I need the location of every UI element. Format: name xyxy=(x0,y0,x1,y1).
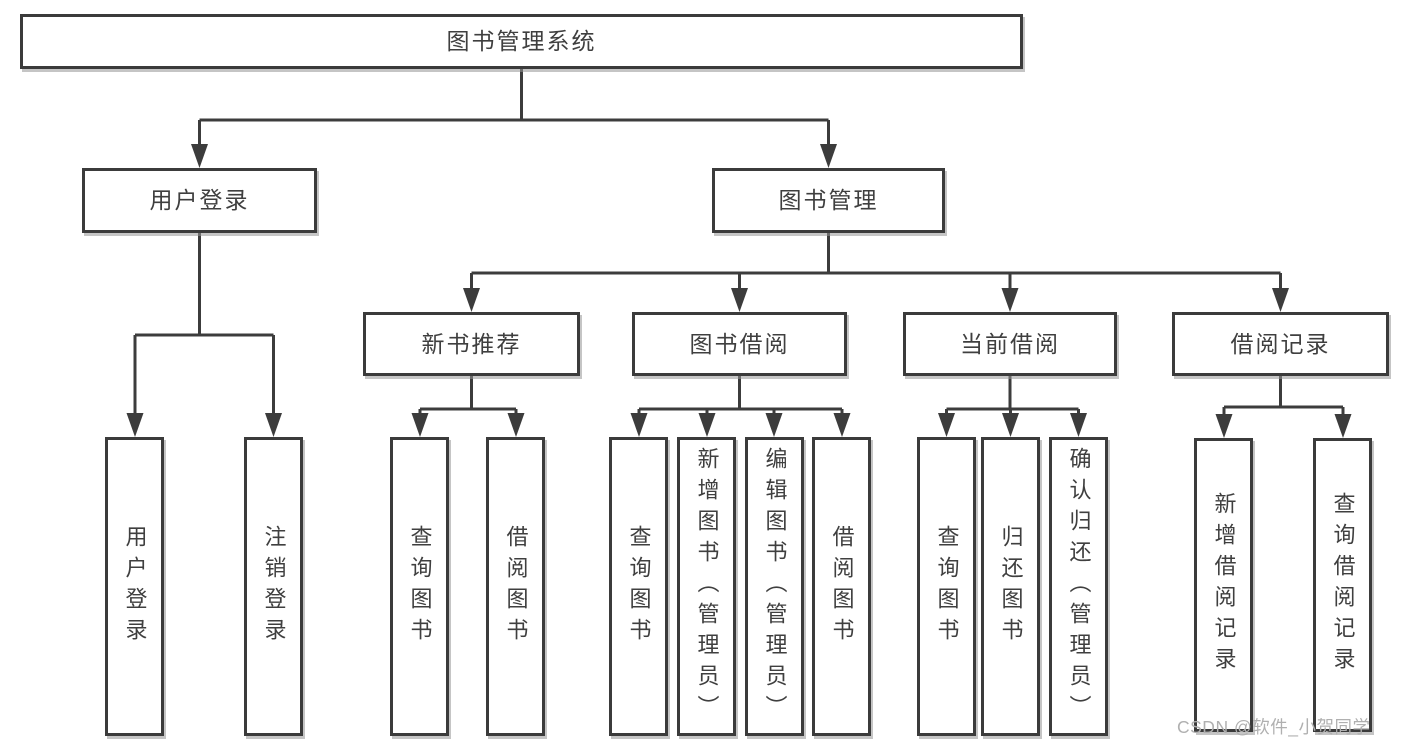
leaf-current-query: 查询图书 xyxy=(917,437,976,736)
node-user-login-label: 用户登录 xyxy=(149,187,250,213)
connector-root-to-level2 xyxy=(198,69,830,148)
leaf-confirm-return-admin: 确认归还（管理员） xyxy=(1049,437,1108,736)
node-borrow-record: 借阅记录 xyxy=(1172,312,1389,376)
node-book-borrow-label: 图书借阅 xyxy=(689,330,790,357)
arrowheads-new-book-children xyxy=(411,413,525,437)
connector-borrow-record-children xyxy=(1222,376,1345,419)
leaf-borrow-edit-admin-label: 编辑图书（管理员） xyxy=(762,447,788,726)
leaf-borrow-add-admin: 新增图书（管理员） xyxy=(677,437,736,736)
connector-current-borrow-children xyxy=(945,376,1080,418)
connector-book-borrow-children xyxy=(637,376,844,418)
connector-book-mgmt-to-level3 xyxy=(470,233,1282,293)
arrowheads-level2 xyxy=(191,144,837,168)
arrowheads-borrow-record-children xyxy=(1215,414,1352,438)
leaf-newbook-borrow-label: 借阅图书 xyxy=(503,524,529,649)
leaf-borrow-book-label: 借阅图书 xyxy=(829,524,855,649)
node-user-login: 用户登录 xyxy=(82,168,317,233)
leaf-newbook-borrow: 借阅图书 xyxy=(486,437,545,736)
leaf-user-login-label: 用户登录 xyxy=(122,524,148,649)
node-book-borrow: 图书借阅 xyxy=(632,312,847,376)
node-book-mgmt: 图书管理 xyxy=(712,168,945,233)
leaf-newbook-query-label: 查询图书 xyxy=(407,524,433,649)
leaf-borrow-query: 查询图书 xyxy=(609,437,668,736)
node-root-label: 图书管理系统 xyxy=(446,28,597,54)
leaf-logout: 注销登录 xyxy=(244,437,303,736)
node-book-mgmt-label: 图书管理 xyxy=(778,187,879,213)
connector-user-login-children xyxy=(133,233,275,418)
node-new-book-label: 新书推荐 xyxy=(421,330,522,357)
leaf-user-login: 用户登录 xyxy=(105,437,164,736)
node-new-book: 新书推荐 xyxy=(363,312,580,376)
arrowheads-book-borrow-children xyxy=(630,413,851,437)
leaf-newbook-query: 查询图书 xyxy=(390,437,449,736)
leaf-borrow-book: 借阅图书 xyxy=(812,437,871,736)
node-root: 图书管理系统 xyxy=(20,14,1023,69)
leaf-confirm-return-admin-label: 确认归还（管理员） xyxy=(1066,447,1092,726)
arrowheads-user-login-children xyxy=(126,413,282,437)
node-current-borrow: 当前借阅 xyxy=(903,312,1117,376)
leaf-return-book-label: 归还图书 xyxy=(998,524,1024,649)
arrowheads-level3 xyxy=(463,288,1289,312)
arrowheads-current-borrow-children xyxy=(938,413,1087,437)
leaf-logout-label: 注销登录 xyxy=(261,524,287,649)
node-borrow-record-label: 借阅记录 xyxy=(1230,330,1331,357)
leaf-current-query-label: 查询图书 xyxy=(934,524,960,649)
leaf-borrow-add-admin-label: 新增图书（管理员） xyxy=(694,447,720,726)
connector-new-book-children xyxy=(418,376,518,418)
csdn-watermark: CSDN @软件_小贺同学 xyxy=(1177,717,1371,737)
leaf-record-add-label: 新增借阅记录 xyxy=(1211,492,1237,678)
leaf-borrow-edit-admin: 编辑图书（管理员） xyxy=(745,437,804,736)
leaf-return-book: 归还图书 xyxy=(981,437,1040,736)
leaf-record-query-label: 查询借阅记录 xyxy=(1330,492,1356,678)
leaf-record-query: 查询借阅记录 xyxy=(1313,438,1372,732)
leaf-record-add: 新增借阅记录 xyxy=(1194,438,1253,732)
leaf-borrow-query-label: 查询图书 xyxy=(626,524,652,649)
node-current-borrow-label: 当前借阅 xyxy=(960,330,1060,357)
